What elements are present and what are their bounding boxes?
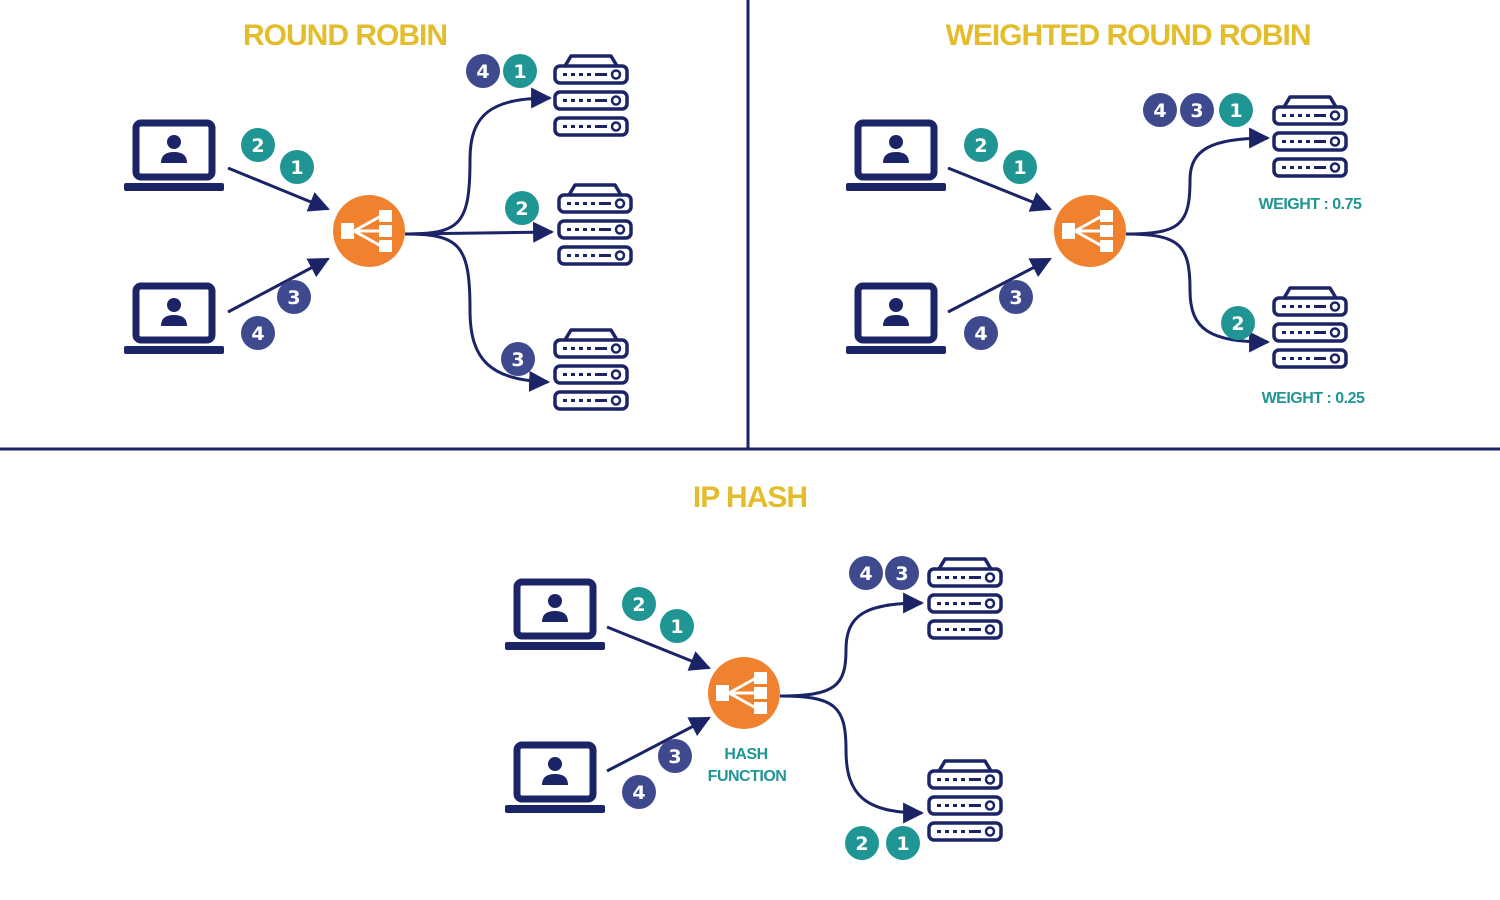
svg-text:1: 1	[513, 61, 526, 83]
request-badge: 4	[964, 316, 998, 350]
svg-text:2: 2	[1231, 313, 1244, 335]
round-robin-panel: ROUND ROBIN 2 1 3 4 4 1 2 3	[124, 19, 633, 411]
route-arrow	[1125, 127, 1271, 236]
request-badge: 1	[1003, 150, 1037, 184]
request-badge: 2	[241, 128, 275, 162]
laptop-user-icon	[505, 745, 605, 813]
request-badge: 3	[885, 556, 919, 590]
round-robin-title: ROUND ROBIN	[243, 19, 447, 52]
request-badge: 1	[886, 826, 920, 860]
load-balancer-icon	[706, 655, 782, 731]
request-badge: 2	[622, 587, 656, 621]
load-balancer-icon	[1052, 193, 1128, 269]
server-rack-icon	[927, 557, 1003, 640]
request-badge: 4	[466, 54, 500, 88]
server-rack-icon	[553, 328, 629, 411]
svg-text:4: 4	[251, 323, 264, 345]
request-badge: 1	[503, 54, 537, 88]
request-badge: 2	[964, 128, 998, 162]
route-arrow	[404, 87, 553, 236]
svg-text:1: 1	[290, 157, 303, 179]
route-arrow	[404, 221, 555, 243]
svg-text:4: 4	[859, 563, 872, 585]
request-badge: 2	[505, 191, 539, 225]
request-badge: 3	[999, 280, 1033, 314]
weighted-round-robin-title: WEIGHTED ROUND ROBIN	[946, 19, 1311, 52]
server-rack-icon	[1272, 286, 1348, 369]
request-badge: 3	[658, 739, 692, 773]
svg-text:4: 4	[974, 323, 987, 345]
svg-text:4: 4	[632, 782, 645, 804]
request-badge: 1	[280, 150, 314, 184]
laptop-user-icon	[124, 286, 224, 354]
server-rack-icon	[557, 183, 633, 266]
request-badge: 3	[277, 280, 311, 314]
weight-label: WEIGHT : 0.75	[1259, 196, 1362, 213]
ip-hash-panel: IP HASH HASH FUNCTION 2 1 3 4 4 3 2 1	[505, 481, 1003, 860]
request-badge: 4	[849, 556, 883, 590]
request-arrow	[606, 716, 711, 773]
svg-text:2: 2	[855, 833, 868, 855]
ip-hash-title: IP HASH	[693, 481, 807, 514]
svg-text:2: 2	[251, 135, 264, 157]
request-arrow	[947, 257, 1052, 314]
svg-text:3: 3	[287, 287, 300, 309]
svg-text:4: 4	[1153, 100, 1166, 122]
svg-text:1: 1	[1013, 157, 1026, 179]
request-arrow	[227, 257, 330, 314]
request-badge: 1	[660, 609, 694, 643]
server-rack-icon	[927, 759, 1003, 842]
server-rack-icon	[1272, 95, 1348, 178]
request-arrow	[947, 166, 1052, 212]
request-arrow	[227, 166, 330, 212]
request-badge: 3	[1180, 93, 1214, 127]
laptop-user-icon	[124, 123, 224, 191]
route-arrow	[404, 232, 551, 392]
svg-text:3: 3	[668, 746, 681, 768]
route-arrow	[779, 592, 925, 698]
request-arrow	[606, 625, 711, 671]
svg-text:3: 3	[895, 563, 908, 585]
laptop-user-icon	[846, 123, 946, 191]
svg-text:3: 3	[1009, 287, 1022, 309]
weighted-round-robin-panel: WEIGHTED ROUND ROBIN WEIGHT : 0.75 WEIGH…	[846, 19, 1366, 407]
svg-text:1: 1	[1229, 100, 1242, 122]
svg-text:2: 2	[974, 135, 987, 157]
server-rack-icon	[553, 54, 629, 137]
request-badge: 3	[501, 342, 535, 376]
route-arrow	[779, 694, 925, 824]
svg-text:2: 2	[515, 198, 528, 220]
svg-text:3: 3	[511, 349, 524, 371]
svg-text:2: 2	[632, 594, 645, 616]
request-badge: 4	[1143, 93, 1177, 127]
weight-label: WEIGHT : 0.25	[1262, 390, 1365, 407]
request-badge: 4	[622, 775, 656, 809]
request-badge: 2	[845, 826, 879, 860]
svg-text:3: 3	[1190, 100, 1203, 122]
request-badge: 1	[1219, 93, 1253, 127]
laptop-user-icon	[846, 286, 946, 354]
request-badge: 2	[1221, 306, 1255, 340]
laptop-user-icon	[505, 582, 605, 650]
request-badge: 4	[241, 316, 275, 350]
hash-function-label: FUNCTION	[708, 768, 787, 785]
hash-function-label: HASH	[724, 746, 767, 763]
route-arrow	[1125, 232, 1271, 353]
svg-text:4: 4	[476, 61, 489, 83]
svg-text:1: 1	[670, 616, 683, 638]
svg-text:1: 1	[896, 833, 909, 855]
load-balancer-icon	[331, 193, 407, 269]
